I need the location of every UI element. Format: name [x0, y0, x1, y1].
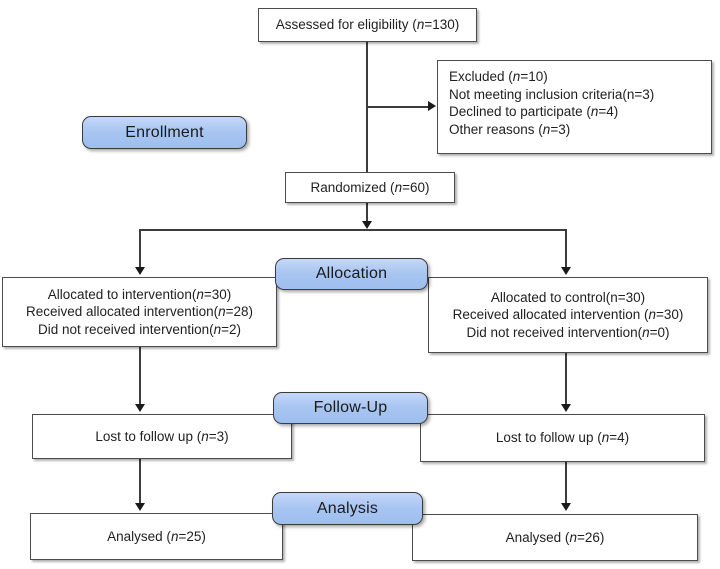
enrollment-stage-label: Enrollment	[82, 116, 247, 149]
analysis-control-text: Analysed (n=26)	[505, 529, 605, 545]
connector-followup-to-analysis-right	[565, 462, 567, 504]
followup-control-box: Lost to follow up (n=4)	[420, 414, 705, 462]
excluded-box: Excluded (n=10) Not meeting inclusion cr…	[437, 60, 712, 154]
connector-control-to-followup	[565, 353, 567, 404]
connector-branch-to-intervention	[139, 229, 141, 267]
allocation-control-box: Allocated to control(n=30) Received allo…	[428, 277, 708, 353]
allocation-intervention-line: Allocated to intervention(n=30)	[47, 286, 232, 302]
analysis-stage-text: Analysis	[316, 499, 379, 517]
analysis-control-box: Analysed (n=26)	[412, 514, 698, 561]
excluded-line: Not meeting inclusion criteria(n=3)	[449, 86, 655, 102]
excluded-line: Declined to participate (n=4)	[449, 104, 619, 119]
allocation-intervention-line: Did not received intervention(n=2)	[38, 321, 241, 337]
allocation-intervention-box: Allocated to intervention(n=30) Received…	[2, 277, 277, 347]
allocation-control-line: Allocated to control(n=30)	[490, 289, 646, 305]
connector-to-excluded	[366, 106, 428, 108]
connector-followup-to-analysis-left	[139, 459, 141, 504]
followup-intervention-text: Lost to follow up (n=3)	[95, 428, 229, 444]
analysis-intervention-text: Analysed (n=25)	[107, 528, 206, 544]
randomized-text: Randomized (n=60)	[310, 179, 430, 195]
arrowhead-down-analysis-right-icon	[561, 503, 571, 511]
enrollment-stage-text: Enrollment	[125, 123, 204, 141]
excluded-line: Other reasons (n=3)	[449, 121, 571, 137]
arrowhead-down-intervention-icon	[135, 267, 145, 275]
connector-branch-to-control	[565, 229, 567, 267]
arrowhead-down-analysis-left-icon	[135, 503, 145, 511]
allocation-control-line: Received allocated intervention (n=30)	[452, 307, 684, 323]
arrowhead-down-control-icon	[561, 267, 571, 275]
analysis-intervention-box: Analysed (n=25)	[30, 513, 283, 560]
allocation-stage-text: Allocation	[315, 265, 388, 282]
allocation-control-line: Did not received intervention(n=0)	[466, 324, 670, 340]
arrowhead-down-branch-icon	[362, 221, 372, 229]
connector-randomized-to-branch	[366, 203, 368, 223]
allocation-intervention-line: Received allocated intervention(n=28)	[25, 304, 254, 320]
allocation-stage-label: Allocation	[275, 258, 428, 290]
arrowhead-down-followup-right-icon	[561, 404, 571, 412]
branch-line-allocation	[139, 229, 567, 231]
assessed-eligibility-box: Assessed for eligibility (n=130)	[258, 8, 477, 42]
arrowhead-right-excluded-icon	[428, 101, 436, 111]
arrowhead-down-followup-left-icon	[135, 404, 145, 412]
excluded-line: Excluded (n=10)	[449, 69, 548, 84]
followup-stage-label: Follow-Up	[273, 392, 428, 424]
assessed-eligibility-text: Assessed for eligibility (n=130)	[275, 17, 460, 33]
randomized-box: Randomized (n=60)	[285, 172, 455, 203]
followup-control-text: Lost to follow up (n=4)	[495, 430, 630, 446]
followup-stage-text: Follow-Up	[313, 399, 388, 416]
connector-intervention-to-followup	[139, 347, 141, 404]
analysis-stage-label: Analysis	[272, 492, 423, 525]
followup-intervention-box: Lost to follow up (n=3)	[32, 414, 292, 459]
